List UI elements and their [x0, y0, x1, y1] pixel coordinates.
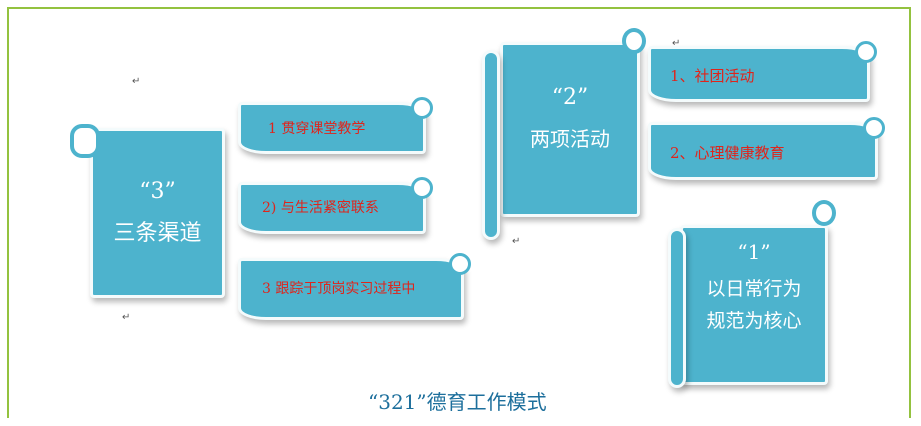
core-line-1: 以日常行为 [706, 278, 802, 300]
activity-banner-1 [648, 41, 877, 102]
return-mark: ↵ [132, 76, 141, 87]
channels-scroll: “3” 三条渠道 [90, 128, 225, 298]
channel-item-2: 2) 与生活紧密联系 [262, 200, 379, 216]
channel-item-1: 1 贯穿课堂教学 [268, 121, 366, 137]
channel-banner-1 [238, 97, 433, 154]
activities-top-curl [622, 28, 646, 54]
core-number: “1” [737, 240, 771, 264]
return-mark: ↵ [122, 312, 131, 323]
return-mark: ↵ [512, 236, 521, 247]
activity-item-2: 2、心理健康教育 [670, 144, 785, 162]
channels-number: “3” [139, 179, 176, 204]
activities-scroll-curl [482, 50, 500, 240]
channel-banner-2 [238, 177, 433, 234]
channel-item-3: 3 跟踪于顶岗实习过程中 [262, 281, 416, 297]
channels-title: 三条渠道 [113, 221, 202, 246]
diagram-caption: “321”德育工作模式 [368, 390, 547, 414]
core-scroll-curl [668, 228, 686, 388]
activities-title: 两项活动 [530, 127, 610, 151]
activity-item-1: 1、社团活动 [670, 67, 755, 85]
core-scroll: “1” 以日常行为 规范为核心 [680, 225, 828, 385]
activities-scroll: “2” 两项活动 [500, 42, 640, 217]
channels-scroll-curl [70, 124, 100, 158]
border-frame [7, 7, 911, 418]
return-mark: ↵ [672, 38, 681, 49]
core-line-2: 规范为核心 [706, 310, 802, 332]
core-top-curl [812, 200, 836, 226]
activities-number: “2” [551, 85, 589, 110]
channel-banner-3 [238, 253, 471, 320]
activity-banner-2 [648, 117, 885, 180]
